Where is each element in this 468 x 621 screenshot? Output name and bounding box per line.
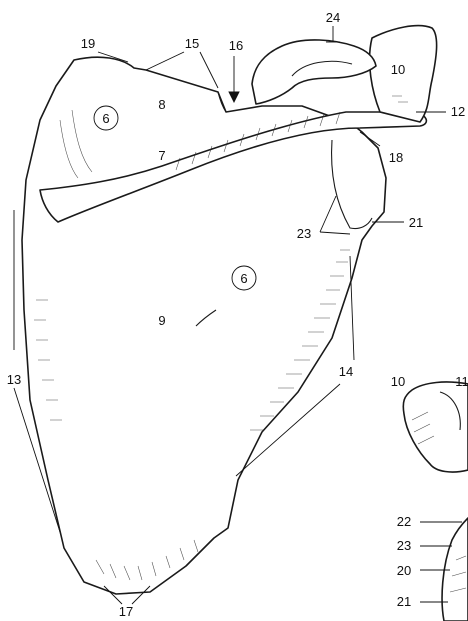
lateral-view-acromion <box>403 382 468 472</box>
label-13: 13 <box>7 372 21 387</box>
label-6-supraspinous: 6 <box>102 111 109 126</box>
label-10-main: 10 <box>391 62 405 77</box>
scapula-posterior-view <box>22 26 437 594</box>
arrow-16-head <box>229 92 239 102</box>
label-18: 18 <box>389 150 403 165</box>
leader-15b <box>200 52 218 88</box>
lateral-view-glenoid <box>442 518 468 621</box>
label-21-main: 21 <box>409 215 423 230</box>
label-21-lateral: 21 <box>397 594 411 609</box>
label-7: 7 <box>158 148 165 163</box>
label-24: 24 <box>326 10 340 25</box>
label-22: 22 <box>397 514 411 529</box>
coracoid-process <box>252 40 376 104</box>
label-6-infraspinous: 6 <box>240 271 247 286</box>
label-20: 20 <box>397 563 411 578</box>
leader-15a <box>146 52 184 70</box>
scapula-body-outline <box>22 57 386 594</box>
label-10-lateral: 10 <box>391 374 405 389</box>
label-19: 19 <box>81 36 95 51</box>
label-14: 14 <box>339 364 353 379</box>
label-12: 12 <box>451 104 465 119</box>
scapula-lateral-view <box>403 382 468 621</box>
label-15: 15 <box>185 36 199 51</box>
label-9: 9 <box>158 313 165 328</box>
label-8: 8 <box>158 97 165 112</box>
label-17: 17 <box>119 604 133 619</box>
label-11: 11 <box>455 374 468 389</box>
label-16: 16 <box>229 38 243 53</box>
label-23-lateral: 23 <box>397 538 411 553</box>
label-23-main: 23 <box>297 226 311 241</box>
